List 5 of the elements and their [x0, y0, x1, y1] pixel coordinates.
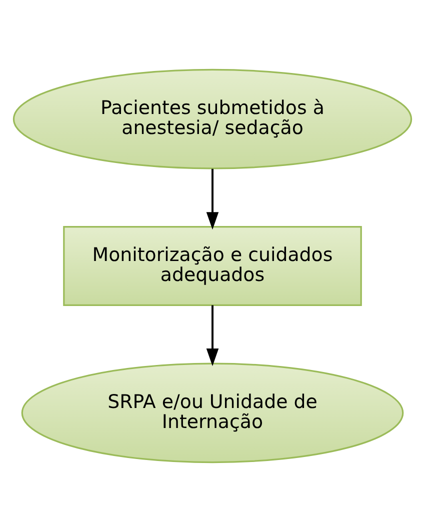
node-ellipse: SRPA e/ou Unidade de Internação [21, 362, 404, 463]
node-box: Monitorização e cuidados adequados [63, 226, 362, 306]
node-ellipse: Pacientes submetidos à anestesia/ sedação [12, 68, 412, 169]
arrow [206, 304, 219, 366]
arrow [206, 168, 219, 230]
